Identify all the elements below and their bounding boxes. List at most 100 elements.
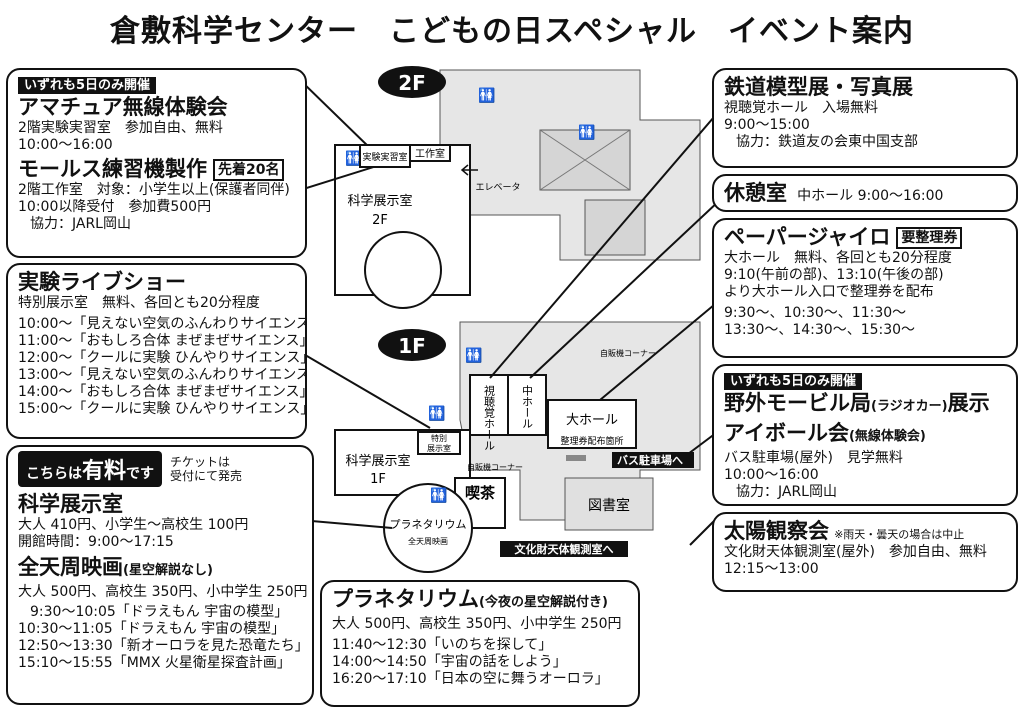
dome-schedule-item: 12:50〜13:30「新オーロラを見た恐竜たち」	[18, 638, 309, 654]
mid-hall-label: 中ホール	[521, 385, 534, 429]
observatory-sign-label: 文化財天体観測室へ	[515, 542, 614, 556]
railway-line2: 9:00〜15:00	[724, 117, 810, 133]
exhibit-2f-floor: 2F	[372, 213, 388, 228]
ham-line1: 2階実験実習室 参加自由、無料	[18, 120, 223, 136]
vending-corner-2-label: 自販機コーナー	[467, 462, 523, 472]
exhibit-hours: 開館時間：9:00〜17:15	[18, 534, 174, 550]
floor-1-label: 1F	[398, 334, 426, 358]
live-info: 特別展示室 無料、各回とも20分程度	[18, 295, 260, 311]
ticket-note-2: 受付にて発売	[170, 469, 243, 483]
solar-heading: 太陽観察会	[724, 519, 829, 543]
gyro-heading: ペーパージャイロ	[724, 225, 891, 249]
morse-line1: 2階工作室 対象：小学生以上(保護者同伴)	[18, 182, 290, 198]
dome-schedule-item: 15:10〜15:55「MMX 火星衛星探査計画」	[18, 655, 291, 671]
live-show-panel: 実験ライブショー 特別展示室 無料、各回とも20分程度 10:00〜「見えない空…	[6, 263, 307, 439]
planetarium-price: 大人 500円、高校生 350円、小中学生 250円	[332, 616, 622, 632]
gyro-line3: より大ホール入口で整理券を配布	[724, 284, 934, 300]
mobile-line1: バス駐車場(屋外) 見学無料	[724, 450, 903, 466]
mobile-heading1: 野外モービル局	[724, 391, 871, 415]
restroom-icon: 🚻	[578, 124, 595, 141]
vending-corner-1-label: 自販機コーナー	[600, 348, 656, 358]
paid-badge: こちらは有料です	[18, 451, 163, 487]
gyro-badge: 要整理券	[896, 227, 963, 249]
bus-parking-sign-label: バス駐車場へ	[617, 453, 683, 467]
av-hall-label: 視聴覚ホール	[483, 384, 496, 451]
ham-coop: 協力：JARL岡山	[30, 216, 131, 232]
exhibit-price: 大人 410円、小学生〜高校生 100円	[18, 517, 249, 533]
special-room-label-2: 展示室	[427, 443, 451, 453]
ham-line2: 10:00〜16:00	[18, 137, 113, 153]
gyro-line5: 13:30〜、14:30〜、15:30〜	[724, 322, 916, 338]
restroom-icon: 🚻	[345, 150, 362, 167]
restroom-icon: 🚻	[478, 87, 495, 104]
mobile-coop: 協力：JARL岡山	[736, 484, 837, 500]
restroom-icon: 🚻	[428, 405, 445, 422]
library-label: 図書室	[588, 497, 630, 514]
planetarium-panel: プラネタリウム(今夜の星空解説付き) 大人 500円、高校生 350円、小中学生…	[320, 580, 640, 707]
solar-line2: 12:15〜13:00	[724, 561, 819, 577]
mobile-heading1-small: (ラジオカー)	[871, 399, 948, 414]
railway-panel: 鉄道模型展・写真展 視聴覚ホール 入場無料 9:00〜15:00 協力：鉄道友の…	[712, 68, 1018, 168]
floor-1-plan	[334, 321, 701, 573]
exhibit-1f-floor: 1F	[370, 472, 386, 487]
ticket-office-label: 整理券配布箇所	[560, 435, 623, 447]
bus-parking-sign	[612, 452, 694, 468]
observatory-sign	[500, 541, 628, 557]
dome-schedule-item: 9:30〜10:05「ドラえもん 宇宙の模型」	[30, 604, 289, 620]
paid-panel: こちらは有料です チケットは 受付にて発売 科学展示室 大人 410円、小学生〜…	[6, 445, 314, 705]
dome-heading: 全天周映画	[18, 555, 123, 579]
elevator-label: エレベータ	[475, 182, 520, 193]
planetarium-schedule-item: 11:40〜12:30「いのちを探して」	[332, 637, 553, 653]
solar-line1: 文化財天体観測室(屋外) 参加自由、無料	[724, 544, 987, 560]
live-schedule-item: 10:00〜「見えない空気のふんわりサイエンス」	[18, 316, 307, 332]
mobile-heading2-small: (無線体験会)	[848, 429, 926, 444]
workshop-room-label: 工作室	[415, 147, 445, 160]
live-heading: 実験ライブショー	[18, 270, 186, 294]
mobile-tag: いずれも5日のみ開催	[724, 373, 863, 390]
dome-note: (星空解説なし)	[123, 563, 213, 578]
gyro-line4: 9:30〜、10:30〜、11:30〜	[724, 305, 907, 321]
live-schedule-item: 11:00〜「おもしろ合体 まぜまぜサイエンス」	[18, 333, 307, 349]
exhibit-2f-label: 科学展示室	[347, 193, 412, 209]
rest-room-panel: 休憩室 中ホール 9:00〜16:00	[712, 174, 1018, 212]
special-room-label: 特別	[431, 433, 447, 443]
planetarium-map-label: プラネタリウム	[390, 518, 467, 531]
morse-line2: 10:00以降受付 参加費500円	[18, 199, 212, 215]
live-schedule-item: 12:00〜「クールに実験 ひんやりサイエンス」	[18, 350, 307, 366]
ham-radio-panel: いずれも5日のみ開催 アマチュア無線体験会 2階実験実習室 参加自由、無料 10…	[6, 68, 307, 258]
railway-heading: 鉄道模型展・写真展	[724, 75, 913, 99]
restroom-icon: 🚻	[465, 347, 482, 364]
gyro-line1: 大ホール 無料、各回とも20分程度	[724, 250, 952, 266]
railway-coop: 協力：鉄道友の会東中国支部	[736, 134, 918, 150]
gyro-line2: 9:10(午前の部)、13:10(午後の部)	[724, 267, 944, 283]
rest-info: 中ホール 9:00〜16:00	[797, 188, 944, 204]
dome-price: 大人 500円、高校生 350円、小中学生 250円	[18, 584, 308, 600]
mobile-station-panel: いずれも5日のみ開催 野外モービル局(ラジオカー)展示 アイボール会(無線体験会…	[712, 364, 1018, 506]
floor-2-label: 2F	[398, 71, 426, 95]
lab-room-label: 実験実習室	[362, 151, 407, 163]
floor-1-badge	[378, 329, 446, 361]
ham-heading: アマチュア無線体験会	[18, 95, 228, 119]
restroom-icon: 🚻	[430, 487, 447, 504]
solar-panel: 太陽観察会 ※雨天・曇天の場合は中止 文化財天体観測室(屋外) 参加自由、無料 …	[712, 512, 1018, 592]
railway-line1: 視聴覚ホール 入場無料	[724, 100, 878, 116]
floor-map: 2F 1F 🚻 🚻 🚻 🚻 🚻 🚻 実験実習室 工作室 エレベータ 科学展示室 …	[300, 66, 720, 573]
page-title: 倉敷科学センター こどもの日スペシャル イベント案内	[110, 14, 914, 49]
mobile-line2: 10:00〜16:00	[724, 467, 819, 483]
mobile-heading2: アイボール会	[724, 421, 849, 445]
live-schedule-item: 13:00〜「見えない空気のふんわりサイエンス」	[18, 367, 307, 383]
ham-tag: いずれも5日のみ開催	[18, 77, 157, 94]
ticket-note-1: チケットは	[170, 455, 231, 469]
cafe-label: 喫茶	[465, 484, 496, 502]
dome-schedule-item: 10:30〜11:05「ドラえもん 宇宙の模型」	[18, 621, 286, 637]
live-schedule-item: 14:00〜「おもしろ合体 まぜまぜサイエンス」	[18, 384, 307, 400]
solar-note: ※雨天・曇天の場合は中止	[834, 528, 965, 541]
exhibit-heading: 科学展示室	[18, 492, 123, 516]
leader-lines	[300, 79, 720, 546]
big-hall-label: 大ホール	[566, 413, 618, 428]
morse-badge: 先着20名	[213, 159, 285, 181]
mobile-heading1-end: 展示	[947, 391, 990, 415]
exhibit-1f-label: 科学展示室	[345, 453, 410, 469]
floor-2-badge	[378, 66, 446, 98]
elevator-arrow-icon	[460, 164, 478, 176]
